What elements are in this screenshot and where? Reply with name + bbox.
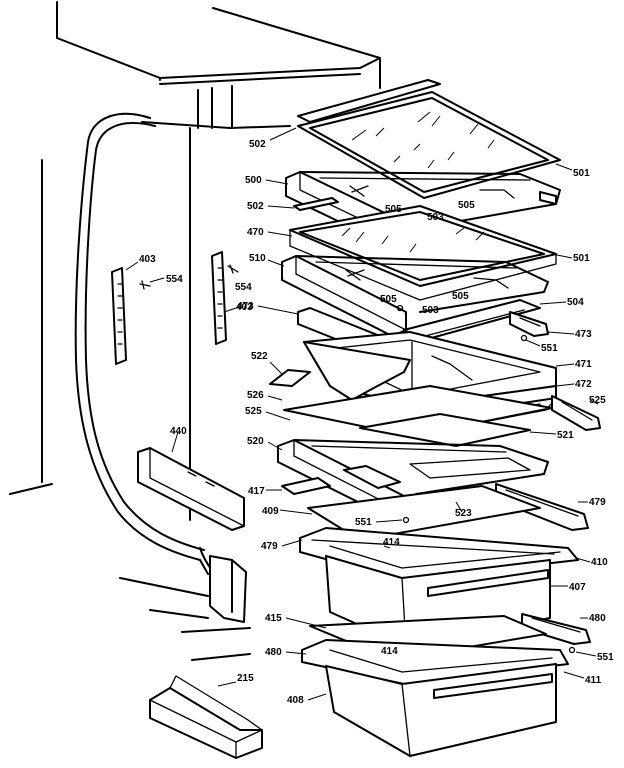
callout-417: 417: [248, 486, 265, 497]
callout-504: 504: [567, 297, 584, 308]
top-shelf-trim-502: [297, 79, 441, 123]
drawer-frame-411: [301, 639, 569, 685]
callout-505: 505: [458, 200, 475, 211]
screw-551-mid: [402, 516, 410, 524]
callout-505: 505: [452, 291, 469, 302]
callout-414: 414: [381, 646, 398, 657]
callouts: 502 501 500 505 503 505 502 470 501 510 …: [125, 127, 614, 706]
callout-479: 479: [261, 541, 278, 552]
callout-410: 410: [591, 557, 608, 568]
shelf-frame-520: [277, 439, 549, 519]
cabinet-outline: [9, 1, 381, 521]
callout-408: 408: [287, 695, 304, 706]
callout-525: 525: [245, 406, 262, 417]
callout-551: 551: [597, 652, 614, 663]
door-gasket: [74, 112, 237, 597]
callout-473: 473: [575, 329, 592, 340]
callout-403: 403: [236, 302, 253, 313]
callout-510: 510: [249, 253, 266, 264]
crisper-drawer-408: [325, 663, 557, 757]
screw-551-upper: [520, 334, 528, 342]
glass-insert-521: [359, 413, 531, 447]
callout-526: 526: [247, 390, 264, 401]
callout-501: 501: [573, 168, 590, 179]
callout-502: 502: [247, 201, 264, 212]
screw-551-lower: [568, 646, 576, 654]
callout-551: 551: [355, 517, 372, 528]
callout-525: 525: [589, 395, 606, 406]
callout-409: 409: [262, 506, 279, 517]
bracket-440: [137, 447, 245, 531]
callout-505: 505: [385, 204, 402, 215]
callout-407: 407: [569, 582, 586, 593]
shelf-rail-right: [211, 251, 227, 345]
bracket-417: [281, 477, 331, 495]
callout-505: 505: [380, 294, 397, 305]
callout-479: 479: [589, 497, 606, 508]
callout-414: 414: [383, 537, 400, 548]
callout-411: 411: [585, 675, 602, 686]
shelf-trim-502-lower: [293, 197, 339, 211]
callout-502: 502: [249, 139, 266, 150]
callout-440: 440: [170, 426, 187, 437]
screw-554-left: [139, 280, 151, 290]
callout-480: 480: [589, 613, 606, 624]
door-bin-215: [149, 675, 263, 759]
callout-521: 521: [557, 430, 574, 441]
callout-215: 215: [237, 673, 254, 684]
callout-554: 554: [166, 274, 183, 285]
callout-520: 520: [247, 436, 264, 447]
callout-480: 480: [265, 647, 282, 658]
callout-403: 403: [139, 254, 156, 265]
slide-rail-473-right: [509, 311, 549, 337]
callout-522: 522: [251, 351, 268, 362]
callout-501: 501: [573, 253, 590, 264]
shelf-rail-left: [111, 267, 127, 365]
callout-473: 473: [237, 301, 254, 312]
callout-472: 472: [575, 379, 592, 390]
callout-554: 554: [235, 282, 252, 293]
callout-503: 503: [427, 212, 444, 223]
callout-415: 415: [265, 613, 282, 624]
callout-471: 471: [575, 359, 592, 370]
rail-522: [269, 369, 311, 387]
callout-500: 500: [245, 175, 262, 186]
screw-554-right: [227, 264, 239, 274]
callout-523: 523: [455, 508, 472, 519]
cabinet-base: [119, 555, 251, 661]
callout-551: 551: [541, 343, 558, 354]
callout-470: 470: [247, 227, 264, 238]
top-glass-shelf-501: [297, 91, 561, 199]
callout-503: 503: [422, 305, 439, 316]
